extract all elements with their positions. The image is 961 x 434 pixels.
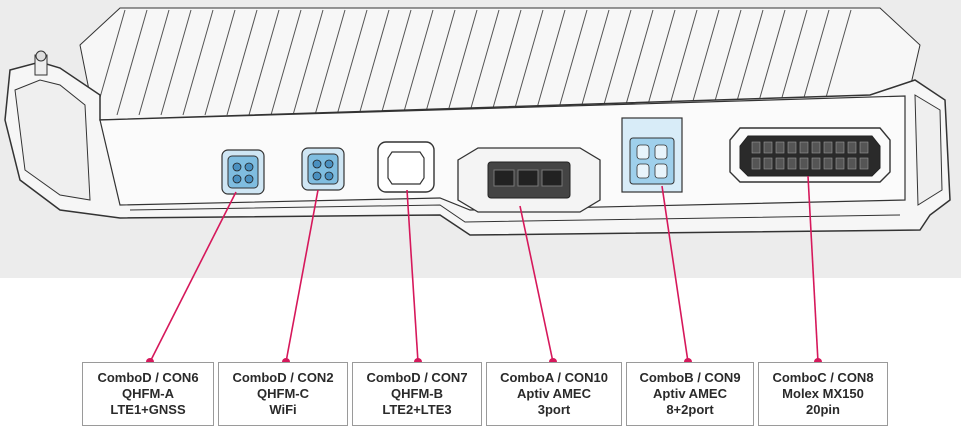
mx150-pin xyxy=(823,157,833,170)
label-con8-line2: Molex MX150 xyxy=(782,386,864,401)
heatsink-fin xyxy=(622,9,654,116)
heatsink-fin xyxy=(138,9,170,116)
heatsink-fin xyxy=(644,9,676,116)
mx150-pin xyxy=(799,157,809,170)
heatsink-fin xyxy=(710,9,742,116)
con9-connector xyxy=(621,117,683,193)
heatsink-fin xyxy=(182,9,214,116)
label-con7-line3: LTE2+LTE3 xyxy=(382,402,452,417)
callout-line-con6 xyxy=(149,191,237,363)
mx150-pin xyxy=(847,141,857,154)
heatsink-fin xyxy=(556,9,588,116)
label-con2-line2: QHFM-C xyxy=(257,386,309,401)
label-con7-line2: QHFM-B xyxy=(391,386,443,401)
mx150-pin xyxy=(775,157,785,170)
con10-connector xyxy=(457,147,601,213)
heatsink-fin xyxy=(490,9,522,116)
callout-line-con2 xyxy=(285,189,319,363)
heatsink-fin xyxy=(116,9,148,116)
heatsink-fin xyxy=(688,9,720,116)
mx150-pin xyxy=(847,157,857,170)
label-con9-line3: 8+2port xyxy=(666,402,714,417)
heatsink-fin xyxy=(402,9,434,116)
label-con2-line3: WiFi xyxy=(269,402,297,417)
heatsink-fin xyxy=(292,9,324,116)
heatsink-fin xyxy=(336,9,368,116)
label-con6-line2: QHFM-A xyxy=(122,386,174,401)
mx150-pin xyxy=(787,141,797,154)
mx150-pin xyxy=(811,141,821,154)
mx150-pin xyxy=(835,157,845,170)
label-con10-line2: Aptiv AMEC xyxy=(517,386,591,401)
label-con6-line3: LTE1+GNSS xyxy=(110,402,186,417)
heatsink-fin xyxy=(666,9,698,116)
label-box-con2: ComboD / CON2 QHFM-C WiFi xyxy=(218,362,348,426)
heatsink-fin xyxy=(468,9,500,116)
mx150-pin xyxy=(799,141,809,154)
heatsink-fin xyxy=(226,9,258,116)
heatsink-fin xyxy=(380,9,412,116)
mx150-pin xyxy=(763,141,773,154)
callout-line-con8 xyxy=(807,175,819,363)
con6-connector xyxy=(221,149,265,195)
label-con8-line1: ComboC / CON8 xyxy=(772,370,874,385)
heatsink-fin xyxy=(424,9,456,116)
heatsink-fin xyxy=(600,9,632,116)
label-box-con9: ComboB / CON9 Aptiv AMEC 8+2port xyxy=(626,362,754,426)
mx150-pin xyxy=(775,141,785,154)
heatsink-fin xyxy=(160,9,192,116)
label-con10-line1: ComboA / CON10 xyxy=(500,370,608,385)
label-con9-line2: Aptiv AMEC xyxy=(653,386,727,401)
heatsink-fin-lines xyxy=(94,9,852,116)
mx150-pin xyxy=(763,157,773,170)
heatsink-fin xyxy=(314,9,346,116)
callout-line-con7 xyxy=(406,189,419,363)
mx150-pin xyxy=(751,141,761,154)
mx150-pin xyxy=(787,157,797,170)
label-box-con6: ComboD / CON6 QHFM-A LTE1+GNSS xyxy=(82,362,214,426)
mx150-pin-array xyxy=(751,141,869,170)
heatsink-fin xyxy=(204,9,236,116)
con8-connector xyxy=(729,127,891,183)
label-box-con8: ComboC / CON8 Molex MX150 20pin xyxy=(758,362,888,426)
heatsink-fin xyxy=(754,9,786,116)
heatsink-fin xyxy=(732,9,764,116)
label-con2-line1: ComboD / CON2 xyxy=(232,370,334,385)
mx150-pin xyxy=(859,157,869,170)
mx150-pin xyxy=(811,157,821,170)
callout-line-con10 xyxy=(519,205,554,363)
mx150-pin xyxy=(823,141,833,154)
heatsink-fin xyxy=(248,9,280,116)
label-box-con10: ComboA / CON10 Aptiv AMEC 3port xyxy=(486,362,622,426)
label-con7-line1: ComboD / CON7 xyxy=(366,370,468,385)
con2-connector xyxy=(301,147,345,191)
mx150-pin xyxy=(859,141,869,154)
mx150-pin xyxy=(751,157,761,170)
heatsink-fin xyxy=(534,9,566,116)
label-con8-line3: 20pin xyxy=(806,402,840,417)
mx150-pin xyxy=(835,141,845,154)
heatsink-fin xyxy=(270,9,302,116)
heatsink-fin xyxy=(512,9,544,116)
con7-connector xyxy=(377,141,435,193)
label-con10-line3: 3port xyxy=(537,402,571,417)
label-box-con7: ComboD / CON7 QHFM-B LTE2+LTE3 xyxy=(352,362,482,426)
heatsink-fin xyxy=(578,9,610,116)
callout-line-con9 xyxy=(661,185,689,363)
heatsink-fin xyxy=(358,9,390,116)
label-con6-line1: ComboD / CON6 xyxy=(97,370,199,385)
heatsink-fin xyxy=(446,9,478,116)
label-con9-line1: ComboB / CON9 xyxy=(639,370,741,385)
